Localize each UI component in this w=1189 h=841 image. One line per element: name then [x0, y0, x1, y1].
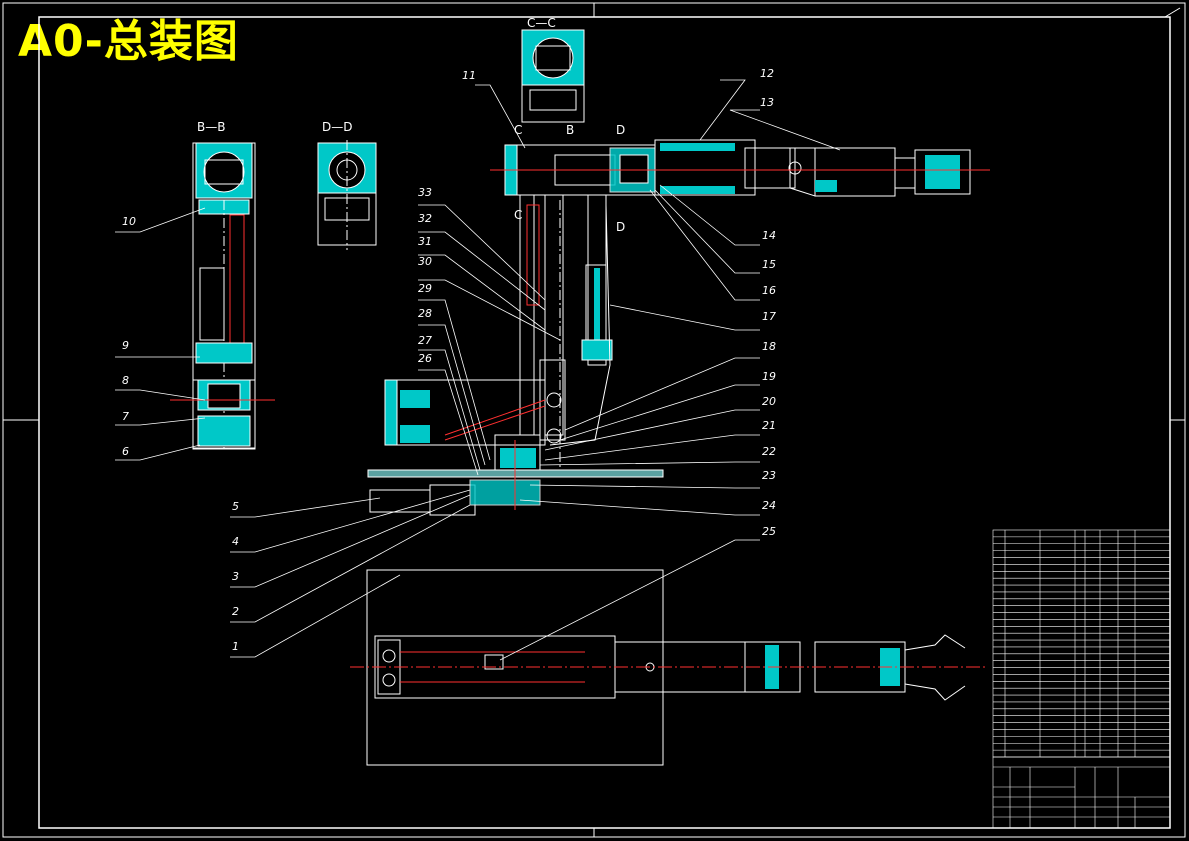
- cut-mark-d-bottom: D: [616, 220, 625, 234]
- title-block: [992, 756, 1171, 829]
- part-number-29: 29: [418, 282, 432, 295]
- part-number-30: 30: [418, 255, 432, 268]
- part-number-12: 12: [760, 67, 774, 80]
- part-number-32: 32: [418, 212, 432, 225]
- part-number-21: 21: [762, 419, 776, 432]
- part-number-31: 31: [418, 235, 432, 248]
- part-number-3: 3: [232, 570, 239, 583]
- section-label-dd: D—D: [322, 120, 352, 134]
- part-number-13: 13: [760, 96, 774, 109]
- part-number-19: 19: [762, 370, 776, 383]
- parts-list-table: [992, 529, 1171, 758]
- upper-arm-assembly: C B D C D: [490, 123, 990, 234]
- cut-mark-c-bottom: C: [514, 208, 522, 222]
- section-label-cc: C—C: [527, 16, 556, 30]
- part-number-18: 18: [762, 340, 776, 353]
- section-view-bb: B—B: [170, 120, 275, 450]
- part-number-17: 17: [762, 310, 776, 323]
- part-number-15: 15: [762, 258, 776, 271]
- part-number-26: 26: [418, 352, 432, 365]
- section-view-dd: D—D: [317, 120, 377, 250]
- part-number-9: 9: [122, 339, 129, 352]
- plan-view: [350, 569, 985, 766]
- column-assembly: [519, 194, 613, 470]
- part-number-6: 6: [122, 445, 129, 458]
- part-number-8: 8: [122, 374, 129, 387]
- part-number-10: 10: [122, 215, 136, 228]
- base-assembly: [367, 379, 664, 516]
- part-number-2: 2: [232, 605, 239, 618]
- part-number-1: 1: [232, 640, 239, 653]
- part-number-23: 23: [762, 469, 776, 482]
- cut-mark-b: B: [566, 123, 574, 137]
- part-number-28: 28: [418, 307, 432, 320]
- part-number-33: 33: [418, 186, 432, 199]
- part-number-11: 11: [462, 69, 476, 82]
- part-number-7: 7: [122, 410, 129, 423]
- part-number-25: 25: [762, 525, 776, 538]
- part-number-labels: 1 2 3 4 5 6 7 8 9 10 11 12 13 14 15 16 1…: [122, 67, 776, 653]
- part-number-20: 20: [762, 395, 776, 408]
- part-number-24: 24: [762, 499, 776, 512]
- part-number-5: 5: [232, 500, 239, 513]
- cut-mark-d-top: D: [616, 123, 625, 137]
- part-number-16: 16: [762, 284, 776, 297]
- section-view-cc: C—C: [521, 16, 585, 123]
- inner-border: [38, 16, 1171, 829]
- leader-lines: [115, 79, 841, 661]
- centering-marks: [3, 3, 1185, 837]
- part-number-14: 14: [762, 229, 776, 242]
- drawing-title: A0-总装图: [18, 16, 239, 67]
- part-number-4: 4: [232, 535, 239, 548]
- cut-mark-c-top: C: [514, 123, 522, 137]
- part-number-22: 22: [762, 445, 776, 458]
- section-label-bb: B—B: [197, 120, 225, 134]
- part-number-27: 27: [418, 334, 432, 347]
